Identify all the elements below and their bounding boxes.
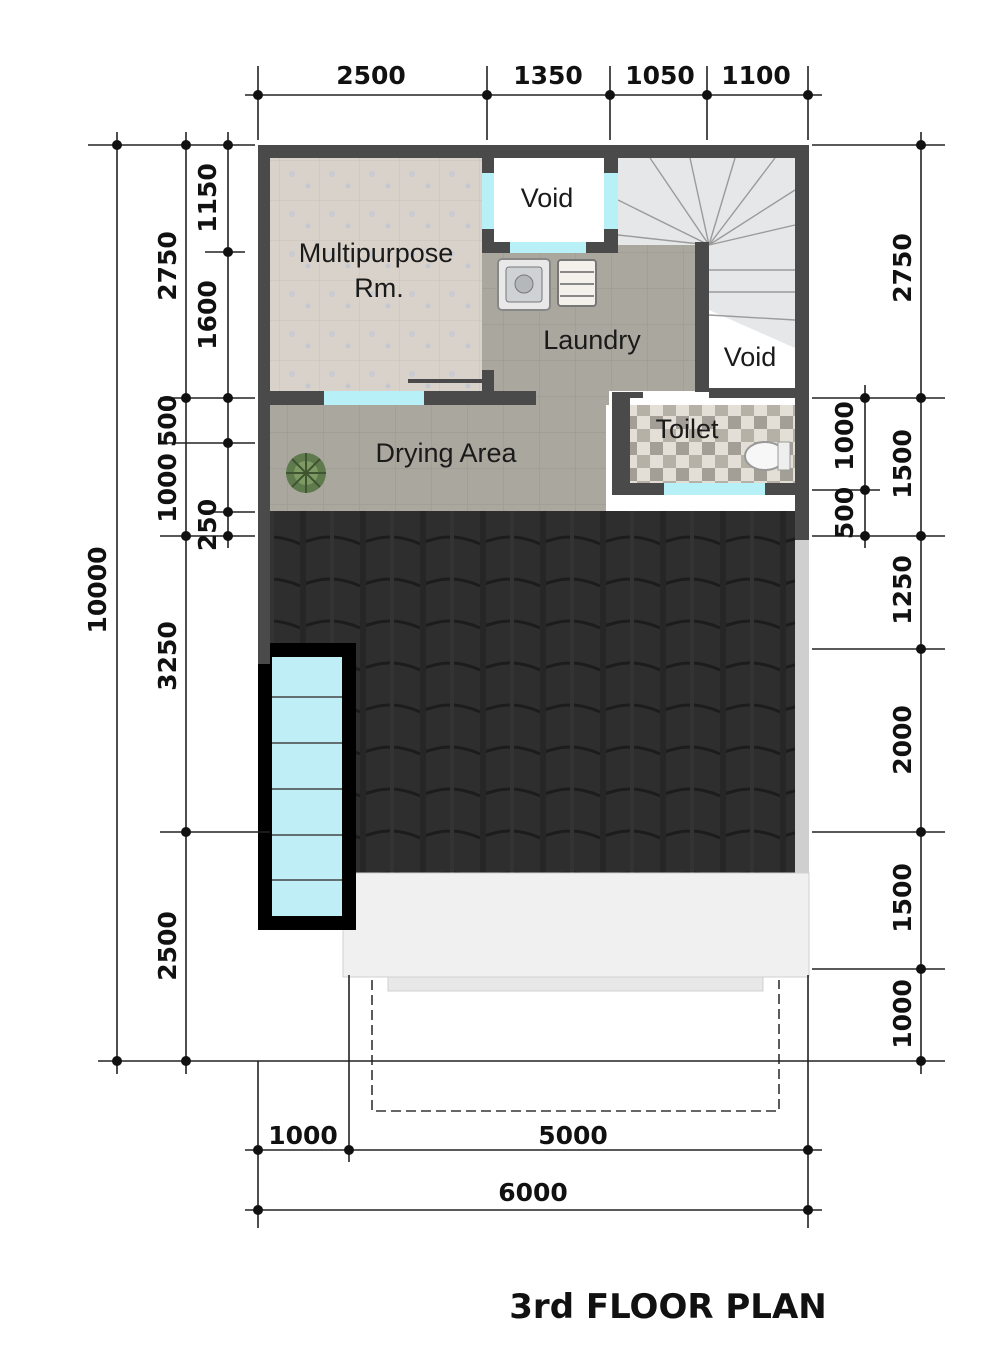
void-top-area — [494, 158, 604, 242]
plan-title: 3rd FLOOR PLAN — [509, 1287, 826, 1327]
stair-treads — [618, 158, 795, 348]
dim-right-5: 1500 — [888, 863, 917, 933]
canopy-slab — [342, 872, 810, 1112]
dim-bottom-left: 1000 — [268, 1121, 338, 1150]
dim-right-2: 1500 — [888, 429, 917, 499]
dim-left-inner-4: 1000 — [153, 453, 182, 523]
dim-left-mid-1: 2750 — [153, 231, 182, 301]
floor-fills — [270, 158, 795, 511]
drying-area-floor — [270, 405, 606, 511]
toilet-bowl-icon — [744, 441, 791, 471]
dim-top-3: 1050 — [625, 61, 695, 90]
dim-right-4: 2000 — [888, 705, 917, 775]
dim-left-inner-1: 1150 — [193, 163, 222, 233]
dim-right-inner-2: 500 — [830, 487, 859, 539]
room-label-toilet: Toilet — [655, 414, 719, 444]
dim-left-inner-2: 1600 — [193, 280, 222, 350]
room-label-drying-area: Drying Area — [375, 438, 517, 468]
room-label-laundry: Laundry — [543, 325, 641, 355]
dim-left-inner-3: 500 — [153, 395, 182, 447]
dimension-labels: 2500 1350 1050 1100 10000 2750 3250 2500… — [83, 61, 917, 1207]
dim-left-total: 10000 — [83, 547, 112, 634]
dim-top-4: 1100 — [721, 61, 791, 90]
dim-right-6: 1000 — [888, 979, 917, 1049]
plant-icon — [286, 453, 326, 493]
room-label-void-top: Void — [521, 183, 574, 213]
dim-bottom-right: 5000 — [538, 1121, 608, 1150]
dim-top-1: 2500 — [336, 61, 406, 90]
room-label-multipurpose: Multipurpose — [299, 238, 454, 268]
room-label-multipurpose-2: Rm. — [354, 273, 404, 303]
room-label-void-stair: Void — [724, 342, 777, 372]
staircase — [617, 157, 796, 348]
dim-bottom-total: 6000 — [498, 1178, 568, 1207]
skylight — [258, 643, 356, 930]
windows — [324, 173, 765, 495]
multipurpose-floor — [270, 158, 482, 391]
dimension-lines — [88, 66, 945, 1228]
dim-left-mid-2: 3250 — [153, 621, 182, 691]
dim-right-1: 2750 — [888, 233, 917, 303]
dim-left-inner-5: 250 — [193, 499, 222, 551]
roof-tiles — [270, 511, 795, 873]
towel-stack-icon — [557, 259, 597, 307]
roof-edge-right — [795, 540, 809, 873]
dim-right-3: 1250 — [888, 555, 917, 625]
dim-left-mid-3: 2500 — [153, 911, 182, 981]
dim-top-2: 1350 — [513, 61, 583, 90]
washing-machine-icon — [497, 258, 551, 311]
dim-right-inner-1: 1000 — [830, 401, 859, 471]
